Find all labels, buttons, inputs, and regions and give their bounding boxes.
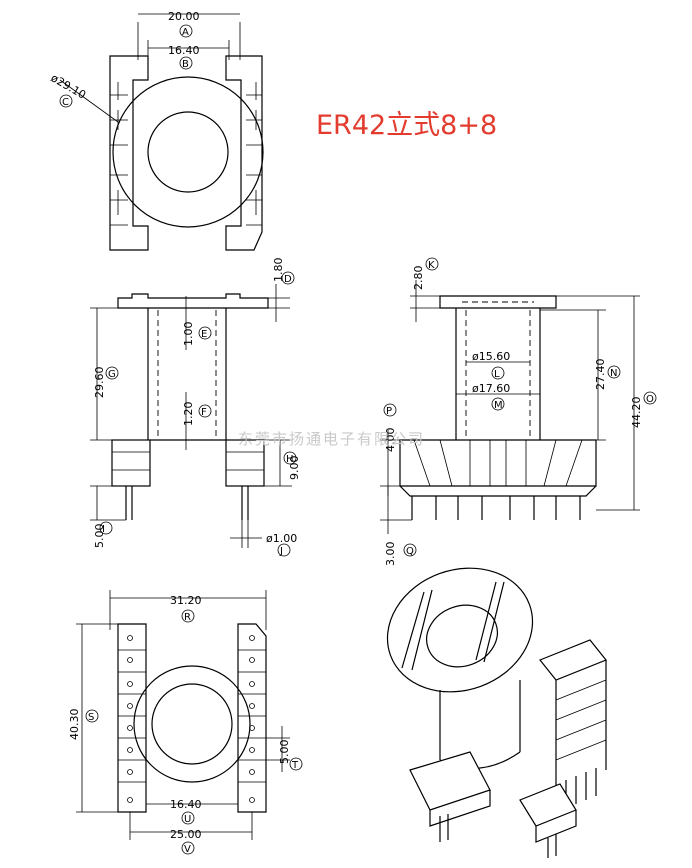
dim-L-value: ø15.60: [472, 350, 510, 363]
dim-V-letter: V: [184, 844, 191, 855]
dim-H-letter: H: [286, 454, 294, 465]
dim-G-letter: G: [108, 369, 116, 380]
dim-Q-letter: Q: [406, 546, 414, 557]
bottom-view: 31.20 R 40.30 S 5.00 T 16.40 U 25.00 V: [68, 590, 303, 855]
dim-G-value: 29.60: [93, 367, 106, 399]
dim-F-value: 1.20: [182, 402, 195, 427]
dim-O-value: 44.20: [630, 397, 643, 429]
dim-E-value: 1.00: [182, 322, 195, 347]
dim-Q-value: 3.00: [384, 542, 397, 567]
dim-I-letter: I: [102, 524, 105, 535]
dim-S-value: 40.30: [68, 709, 81, 741]
dim-N-value: 27.40: [594, 359, 607, 391]
dim-K-value: 2.80: [412, 266, 425, 291]
side-view: 2.80 K ø15.60 L ø17.60 M 27.40 N 44.20 O…: [380, 257, 657, 567]
dim-R-value: 31.20: [170, 594, 202, 607]
dim-E-letter: E: [201, 329, 207, 340]
dim-D-value: 1.80: [272, 258, 285, 283]
dim-P-value: 4.00: [384, 428, 397, 453]
dim-T-value: 5.00: [278, 740, 291, 765]
dim-U-letter: U: [184, 814, 191, 825]
dim-N-letter: N: [610, 368, 617, 379]
top-view: 20.00 A 16.40 B ø29.10 C: [49, 10, 264, 251]
dim-R-letter: R: [184, 612, 191, 623]
dim-H-value: 9.00: [288, 456, 301, 481]
dim-O-letter: O: [646, 394, 654, 405]
dim-T-letter: T: [291, 760, 299, 771]
isometric-view: [386, 567, 607, 858]
dim-U-value: 16.40: [170, 798, 202, 811]
dim-J-value: ø1.00: [266, 532, 297, 545]
dim-C-letter: C: [62, 97, 69, 108]
dim-M-value: ø17.60: [472, 382, 510, 395]
dim-D-letter: D: [284, 274, 292, 285]
dim-A-value: 20.00: [168, 10, 200, 23]
dim-I-value: 5.00: [93, 524, 106, 549]
dim-L-letter: L: [494, 369, 500, 380]
dim-K-letter: K: [428, 260, 435, 271]
drawing-title: ER42立式8+8: [316, 110, 497, 141]
dim-V-value: 25.00: [170, 828, 202, 841]
dim-B-value: 16.40: [168, 44, 200, 57]
front-view: 1.80 D 1.00 E 1.20 F 29.60 G 9.00 H 5.00…: [90, 258, 301, 557]
dim-A-letter: A: [182, 27, 189, 38]
company-watermark: 东莞市扬通电子有限公司: [238, 430, 425, 448]
dim-M-letter: M: [494, 400, 503, 411]
dim-B-letter: B: [182, 59, 189, 70]
dim-F-letter: F: [201, 407, 207, 418]
dim-P-letter: P: [386, 406, 392, 417]
dim-S-letter: S: [88, 712, 94, 723]
dim-J-letter: J: [279, 546, 283, 557]
